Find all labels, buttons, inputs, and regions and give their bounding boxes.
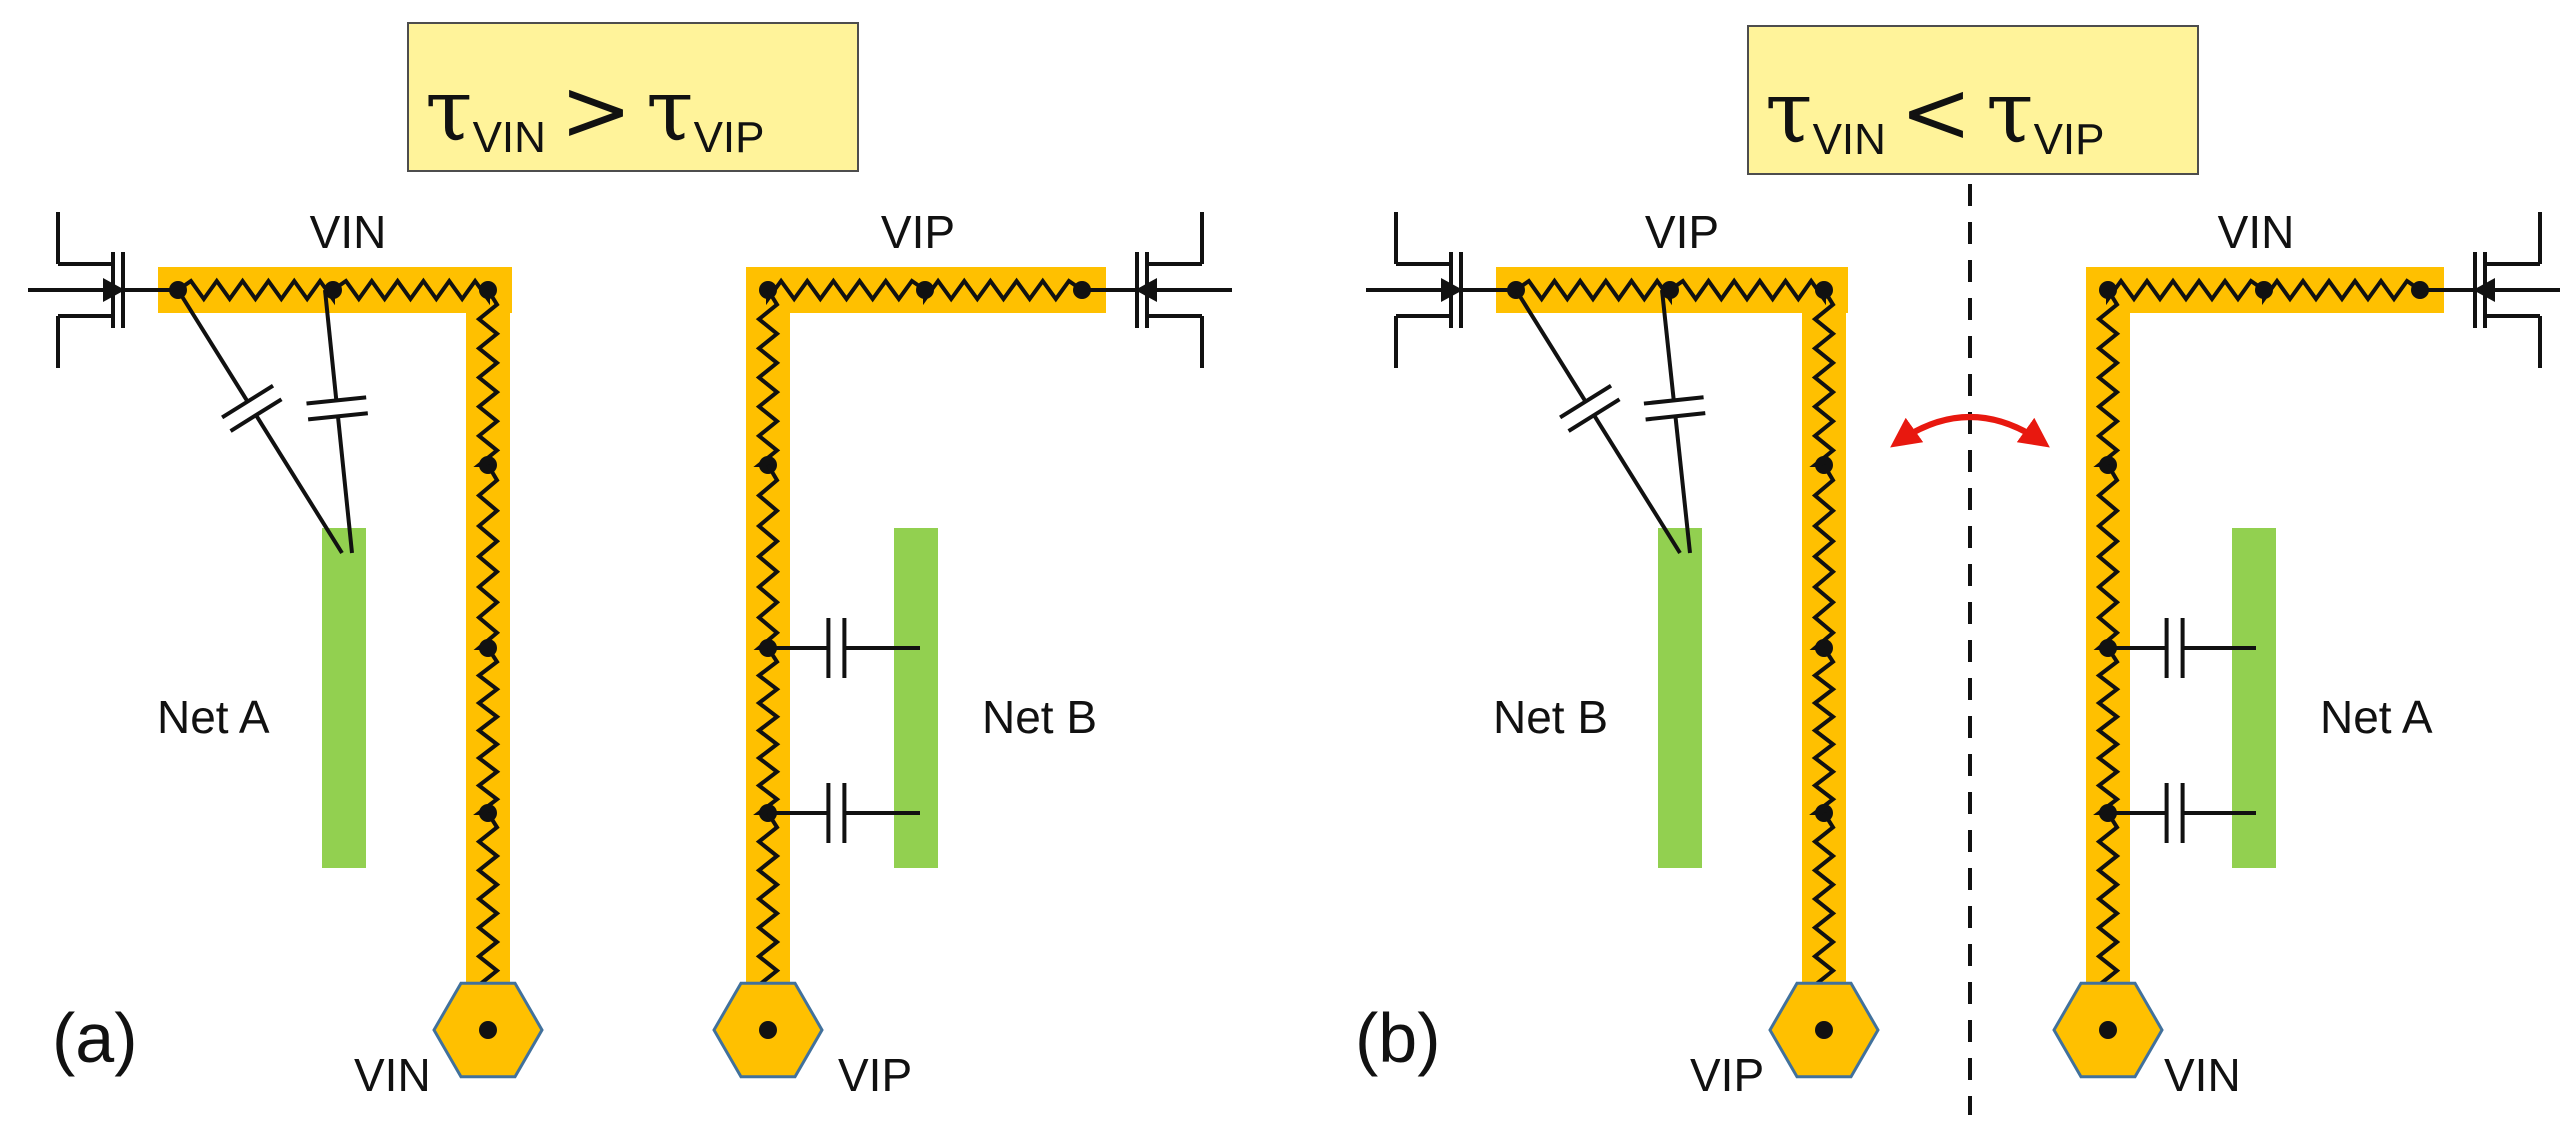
resistor-icon [1514, 277, 1672, 306]
pad-label: VIN [2164, 1049, 2241, 1101]
capacitor-icon [306, 395, 367, 406]
resistor-icon [1809, 288, 1837, 467]
resistor-icon [473, 463, 501, 650]
capacitor-icon [1559, 383, 1613, 420]
capacitor-lead [1673, 416, 1692, 554]
pad-label: VIP [838, 1049, 912, 1101]
resistor-icon [2093, 288, 2121, 467]
resistor-icon [753, 288, 781, 467]
transistor-icon [1366, 212, 1516, 368]
resistor-icon [2262, 277, 2422, 306]
swap-arrow-icon [1890, 414, 2050, 448]
wire-label: VIN [310, 206, 387, 258]
tau-subscript-right: VIP [694, 113, 765, 162]
pad-label: VIN [354, 1049, 431, 1101]
resistor-icon [331, 277, 490, 306]
svg-text:τVIN>τVIP: τVIN>τVIP [425, 61, 765, 162]
resistor-icon [1809, 463, 1837, 650]
resistor-icon [1668, 277, 1826, 306]
net-label: Net A [157, 691, 270, 743]
resistor-icon [753, 463, 781, 650]
pad-center-dot [2099, 1021, 2117, 1039]
wire-label: VIN [2218, 206, 2295, 258]
resistor-icon [923, 277, 1084, 306]
condition-box-b: τVIN<τVIP [1747, 25, 2199, 175]
transistor-icon [28, 212, 178, 368]
capacitor-lead [1514, 288, 1588, 403]
resistor-icon [753, 646, 781, 815]
wire-label: VIP [881, 206, 955, 258]
condition-box-a: τVIN>τVIP [407, 22, 859, 172]
capacitor-icon [229, 397, 283, 433]
resistor-icon [2093, 463, 2121, 650]
resistor-icon [473, 811, 501, 987]
resistor-icon [2093, 811, 2121, 987]
comparison-operator: < [1900, 63, 1972, 163]
capacitor-icon [1643, 395, 1704, 406]
panel-label: (a) [52, 999, 138, 1077]
resistor-icon [2106, 277, 2266, 306]
tau-symbol: τ [425, 61, 473, 161]
transistor-icon [2420, 212, 2560, 368]
tau-symbol: τ [1986, 63, 2034, 163]
capacitor-icon [1567, 397, 1621, 433]
comparison-operator: > [560, 61, 632, 161]
wire-node [324, 281, 342, 299]
capacitor-lead [323, 289, 339, 401]
pad-center-dot [1815, 1021, 1833, 1039]
resistor-icon [473, 646, 501, 815]
capacitor-icon [307, 411, 369, 422]
tau-subscript-left: VIN [1813, 115, 1886, 164]
pad-center-dot [759, 1021, 777, 1039]
resistor-icon [2093, 646, 2121, 815]
capacitor-icon [221, 383, 275, 420]
victim-net-bar [322, 528, 366, 868]
resistor-icon [176, 277, 335, 306]
tau-subscript-left: VIN [473, 113, 546, 162]
capacitor-icon [1645, 411, 1706, 422]
capacitor-lead [176, 288, 250, 403]
tau-subscript-right: VIP [2034, 115, 2105, 164]
resistor-icon [1809, 646, 1837, 815]
panel-label: (b) [1355, 999, 1441, 1077]
net-label: Net B [1493, 691, 1608, 743]
pad-label: VIP [1690, 1049, 1764, 1101]
capacitor-lead [335, 416, 354, 554]
wire-node [1661, 281, 1679, 299]
net-label: Net A [2320, 691, 2433, 743]
victim-net-bar [894, 528, 938, 868]
tau-symbol: τ [646, 61, 694, 161]
net-label: Net B [982, 691, 1097, 743]
resistor-icon [473, 288, 501, 467]
wire-label: VIP [1645, 206, 1719, 258]
resistor-icon [1809, 811, 1837, 987]
wire-node [916, 281, 934, 299]
tau-symbol: τ [1765, 63, 1813, 163]
capacitor-lead [254, 414, 344, 555]
victim-net-bar [1658, 528, 1702, 868]
wire-node [2255, 281, 2273, 299]
resistor-icon [766, 277, 927, 306]
pad-center-dot [479, 1021, 497, 1039]
resistor-icon [753, 811, 781, 987]
transistor-icon [1082, 212, 1232, 368]
capacitor-lead [1592, 414, 1682, 555]
victim-net-bar [2232, 528, 2276, 868]
svg-text:τVIN<τVIP: τVIN<τVIP [1765, 63, 2105, 164]
capacitor-lead [1660, 289, 1676, 401]
